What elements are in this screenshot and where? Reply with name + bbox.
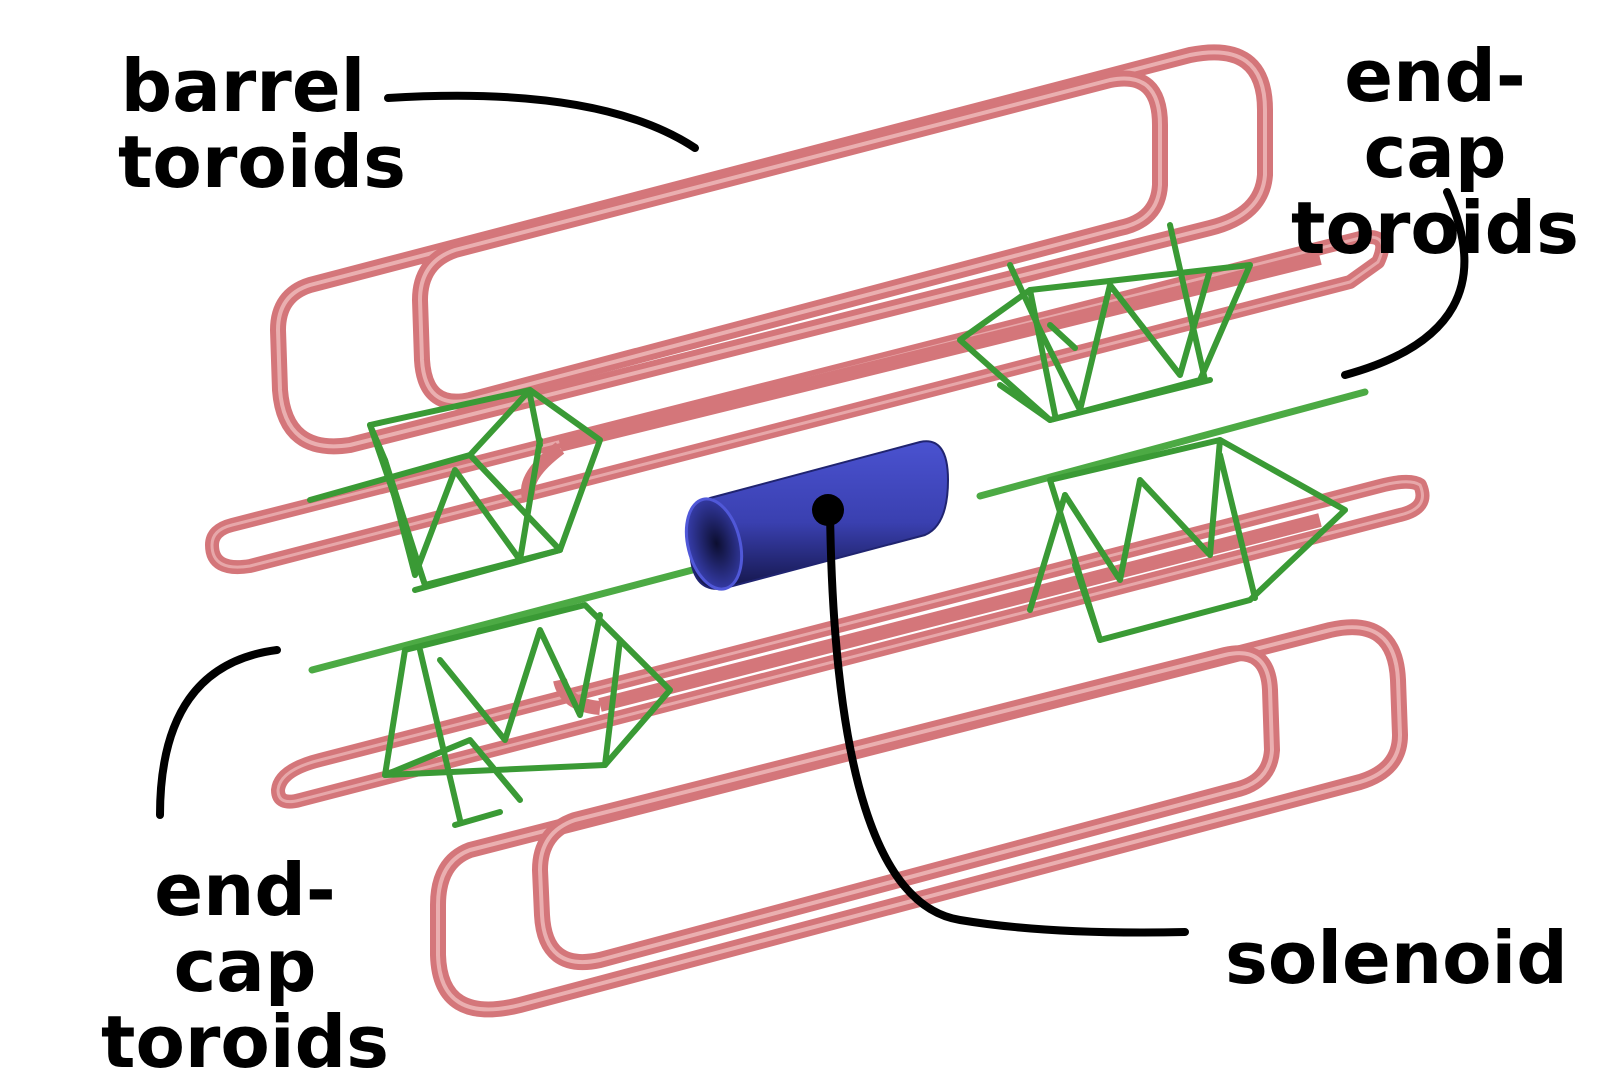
label-endcap-left-line2: toroids [101, 1000, 389, 1084]
endcap-frame-right-upper [957, 222, 1253, 423]
leader-barrel [384, 91, 699, 152]
leader-endcap-right [1341, 188, 1469, 379]
label-endcap-right-line1: end-cap [1344, 34, 1526, 194]
solenoid-cylinder [684, 440, 950, 591]
endcap-frame-left-upper [307, 387, 603, 593]
label-endcap-left-line1: end-cap [154, 848, 336, 1008]
endcap-frame-right-lower [1027, 437, 1348, 643]
label-endcap-right-line2: toroids [1291, 186, 1579, 270]
label-endcap-toroids-right: end-cap toroids [1285, 38, 1585, 266]
label-solenoid: solenoid [1225, 920, 1568, 996]
beam-line [308, 388, 1369, 674]
magnet-system-diagram [156, 44, 1469, 1018]
leader-lines [156, 91, 1469, 937]
label-endcap-toroids-left: end-cap toroids [95, 852, 395, 1080]
barrel-toroid-bottom [430, 619, 1408, 1018]
barrel-toroid-top [270, 44, 1273, 455]
leader-solenoid [826, 506, 1189, 937]
solenoid-leader-dot [812, 494, 844, 526]
label-barrel-line1: barrel [120, 44, 366, 128]
endcap-frame-left-lower [382, 602, 673, 828]
label-barrel-toroids: barrel toroids [118, 44, 406, 204]
label-barrel-line2: toroids [118, 120, 406, 204]
leader-endcap-left [156, 646, 281, 819]
label-solenoid-text: solenoid [1225, 916, 1568, 1000]
